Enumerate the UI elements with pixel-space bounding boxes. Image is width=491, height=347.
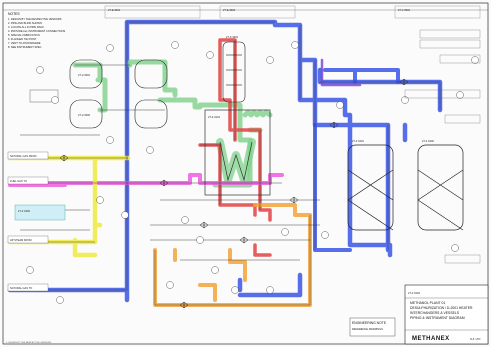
notes-line-8: 8. SEE INSTRUMENT SPEC (8, 45, 42, 49)
title-company-sub: N.Z. LTD (470, 337, 480, 341)
purple-line (320, 58, 362, 87)
cyan-info-box: 27-F 3403 (14, 204, 66, 221)
notes-line-4: 4. PROVIDE ALL INSTRUMENT CONNECTIONS (8, 29, 65, 33)
heater-coil: 27-F-3101 (204, 109, 271, 196)
title-block: 27-F 3404 METHANOL PLANT 01 DESULPHURIZA… (404, 284, 489, 345)
engineering-note-text: REFERENCE DRAWINGS (352, 327, 383, 331)
title-line-tag: 27-F 3404 (408, 291, 420, 295)
column-tag: 27-X-3201 (226, 35, 239, 39)
header-tag-1: 27-E-3001 (108, 8, 121, 12)
notes-line-1: 1. DESIGN BY THE RESPECTIVE VENDORS (8, 17, 62, 21)
center-column: 27-X-3201 (222, 35, 246, 103)
callout-3: HP STEAM FROM (10, 238, 32, 242)
vessel-left-lower (134, 99, 168, 129)
vessel-tag-2: 27-V-3302 (78, 113, 91, 117)
right-reactors: 27-F 3401 27-F 3402 (347, 139, 464, 231)
vessel-27-v-3301 (69, 59, 103, 89)
engineering-note-box: ENGINEERING NOTE REFERENCE DRAWINGS (349, 317, 396, 337)
right-tag-blocks (404, 29, 481, 264)
title-company: METHANEX (412, 336, 450, 342)
vessel-left-upper (134, 59, 168, 89)
vessel-27-v-3302 (69, 99, 103, 129)
title-line-3: INTERCHANGERS & VESSELS (410, 311, 460, 315)
callout-1: NATURAL GAS FROM (10, 154, 36, 158)
left-callouts: NATURAL GAS FROM FUEL GAS TO HP STEAM FR… (7, 151, 49, 292)
notes-line-5: 5. SPECIAL FABRICATION (8, 33, 40, 37)
title-line-1: METHANOL PLANT 01 (410, 301, 445, 305)
notes-panel: NOTES 1. DESIGN BY THE RESPECTIVE VENDOR… (8, 12, 65, 103)
callout-2: FUEL GAS TO (10, 179, 27, 183)
callout-4: NATURAL GAS TO (10, 286, 32, 290)
notes-line-7: 7. VENT TO ATMOSPHERE (8, 41, 41, 45)
green-line-w (216, 138, 256, 184)
reactor-2 (417, 144, 464, 231)
left-vessels: 27-V-3301 27-V-3302 (69, 59, 168, 129)
notes-line-3: 3. LOCATE ALL IN PIPE RACK (8, 25, 44, 29)
cyan-box-label: 27-F 3403 (18, 209, 30, 213)
header-tag-2: 27-E-3002 (223, 8, 236, 12)
title-line-4: PIPING & INSTRUMENT DIAGRAM (410, 316, 465, 320)
reactor-1 (347, 144, 394, 231)
reactor-tag-2: 27-F 3402 (422, 139, 434, 143)
blue-line-right-loop (313, 68, 400, 252)
notes-title: NOTES (8, 12, 20, 16)
process-lines (10, 21, 441, 306)
valves (59, 78, 409, 309)
heater-tag: 27-F-3101 (208, 115, 221, 119)
highlighted-lines (7, 19, 443, 307)
vessel-tag-1: 27-V-3301 (78, 73, 91, 77)
notes-line-6: 6. FLANGED TIE POINT (8, 37, 37, 41)
reactor-tag-1: 27-F 3401 (352, 139, 364, 143)
title-line-2: DESULPHURIZATION / D-2001 HEATER (410, 306, 473, 310)
footer-caption: 1. DESIGN BY THE RESPECTIVE VENDORS (6, 342, 52, 344)
header-tag-3: 27-V-3301 (398, 8, 411, 12)
green-line (72, 59, 273, 188)
instrument-bubbles (26, 41, 479, 304)
engineering-note-title: ENGINEERING NOTE (352, 321, 387, 325)
header-tags: 27-E-3001 27-E-3002 27-V-3301 (104, 5, 481, 19)
notes-line-2: 2. PIPE AND BLIND SHOWN (8, 21, 42, 25)
